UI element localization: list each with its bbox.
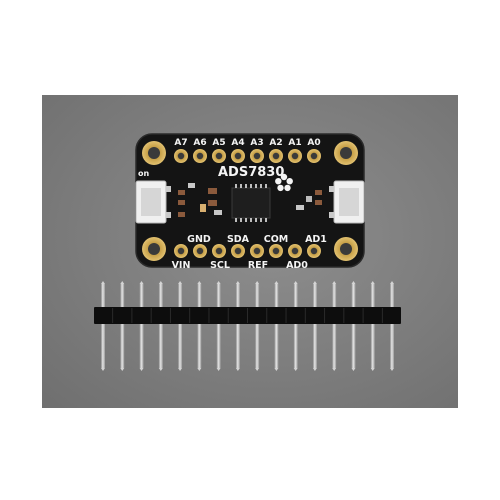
adc-chip [231,184,271,222]
top-pad-a1 [288,149,302,163]
bottom-pad-1 [174,244,188,258]
stemma-connector-left [135,180,171,224]
top-pad-a7 [174,149,188,163]
top-pin-label-a7: A7 [174,138,187,148]
header-pin [101,281,105,371]
bottom-pad-8 [307,244,321,258]
board-title: ADS7830 [218,165,284,180]
top-pad-a3 [250,149,264,163]
flower-logo-icon [275,173,293,192]
header-pin [274,281,279,371]
top-pad-a4 [231,149,245,163]
bottom-pad-2 [193,244,207,258]
pin-label-vin: VIN [172,260,191,271]
top-pin-label-a4: A4 [231,138,244,148]
header-pin [235,281,240,371]
pin-label-ref: REF [248,260,268,271]
header-pin [139,281,144,371]
smd-components [178,183,322,217]
stemma-connector-right [329,180,365,224]
top-pad-a6 [193,149,207,163]
header-pin [390,281,394,371]
header-pin [351,281,356,371]
bottom-pad-6 [269,244,283,258]
top-pin-label-a1: A1 [288,138,301,148]
bottom-pad-5 [250,244,264,258]
header-pin [293,281,298,371]
header-pin [197,281,202,371]
pin-label-ad0: AD0 [286,260,308,271]
header-pin [158,281,163,371]
top-pad-a0 [307,149,321,163]
header-pin [255,281,260,371]
top-pad-a5 [212,149,226,163]
mounting-holes [142,141,358,261]
pin-label-sda: SDA [227,234,250,245]
top-pin-label-a5: A5 [212,138,225,148]
pin-label-scl: SCL [210,260,230,271]
header-pin [332,281,337,371]
male-header-strip [94,281,401,371]
pin-label-ad1: AD1 [305,234,327,245]
bottom-pad-3 [212,244,226,258]
top-pin-labels: A7 A6 A5 A4 A3 A2 A1 A0 [174,138,320,148]
top-pin-pads [174,149,321,163]
header-pin [312,281,317,371]
bottom-pin-pads [174,244,321,258]
power-led-label: on [138,169,149,178]
header-pin [216,281,221,371]
bottom-pad-7 [288,244,302,258]
top-pin-label-a0: A0 [307,138,320,148]
header-pin [178,281,183,371]
bottom-pad-4 [231,244,245,258]
header-pin [120,281,125,371]
top-pin-label-a6: A6 [193,138,206,148]
top-pin-label-a2: A2 [269,138,282,148]
header-pin [370,281,375,371]
pin-label-com: COM [264,234,289,245]
top-pad-a2 [269,149,283,163]
top-pin-label-a3: A3 [250,138,263,148]
pin-label-gnd: GND [187,234,211,245]
